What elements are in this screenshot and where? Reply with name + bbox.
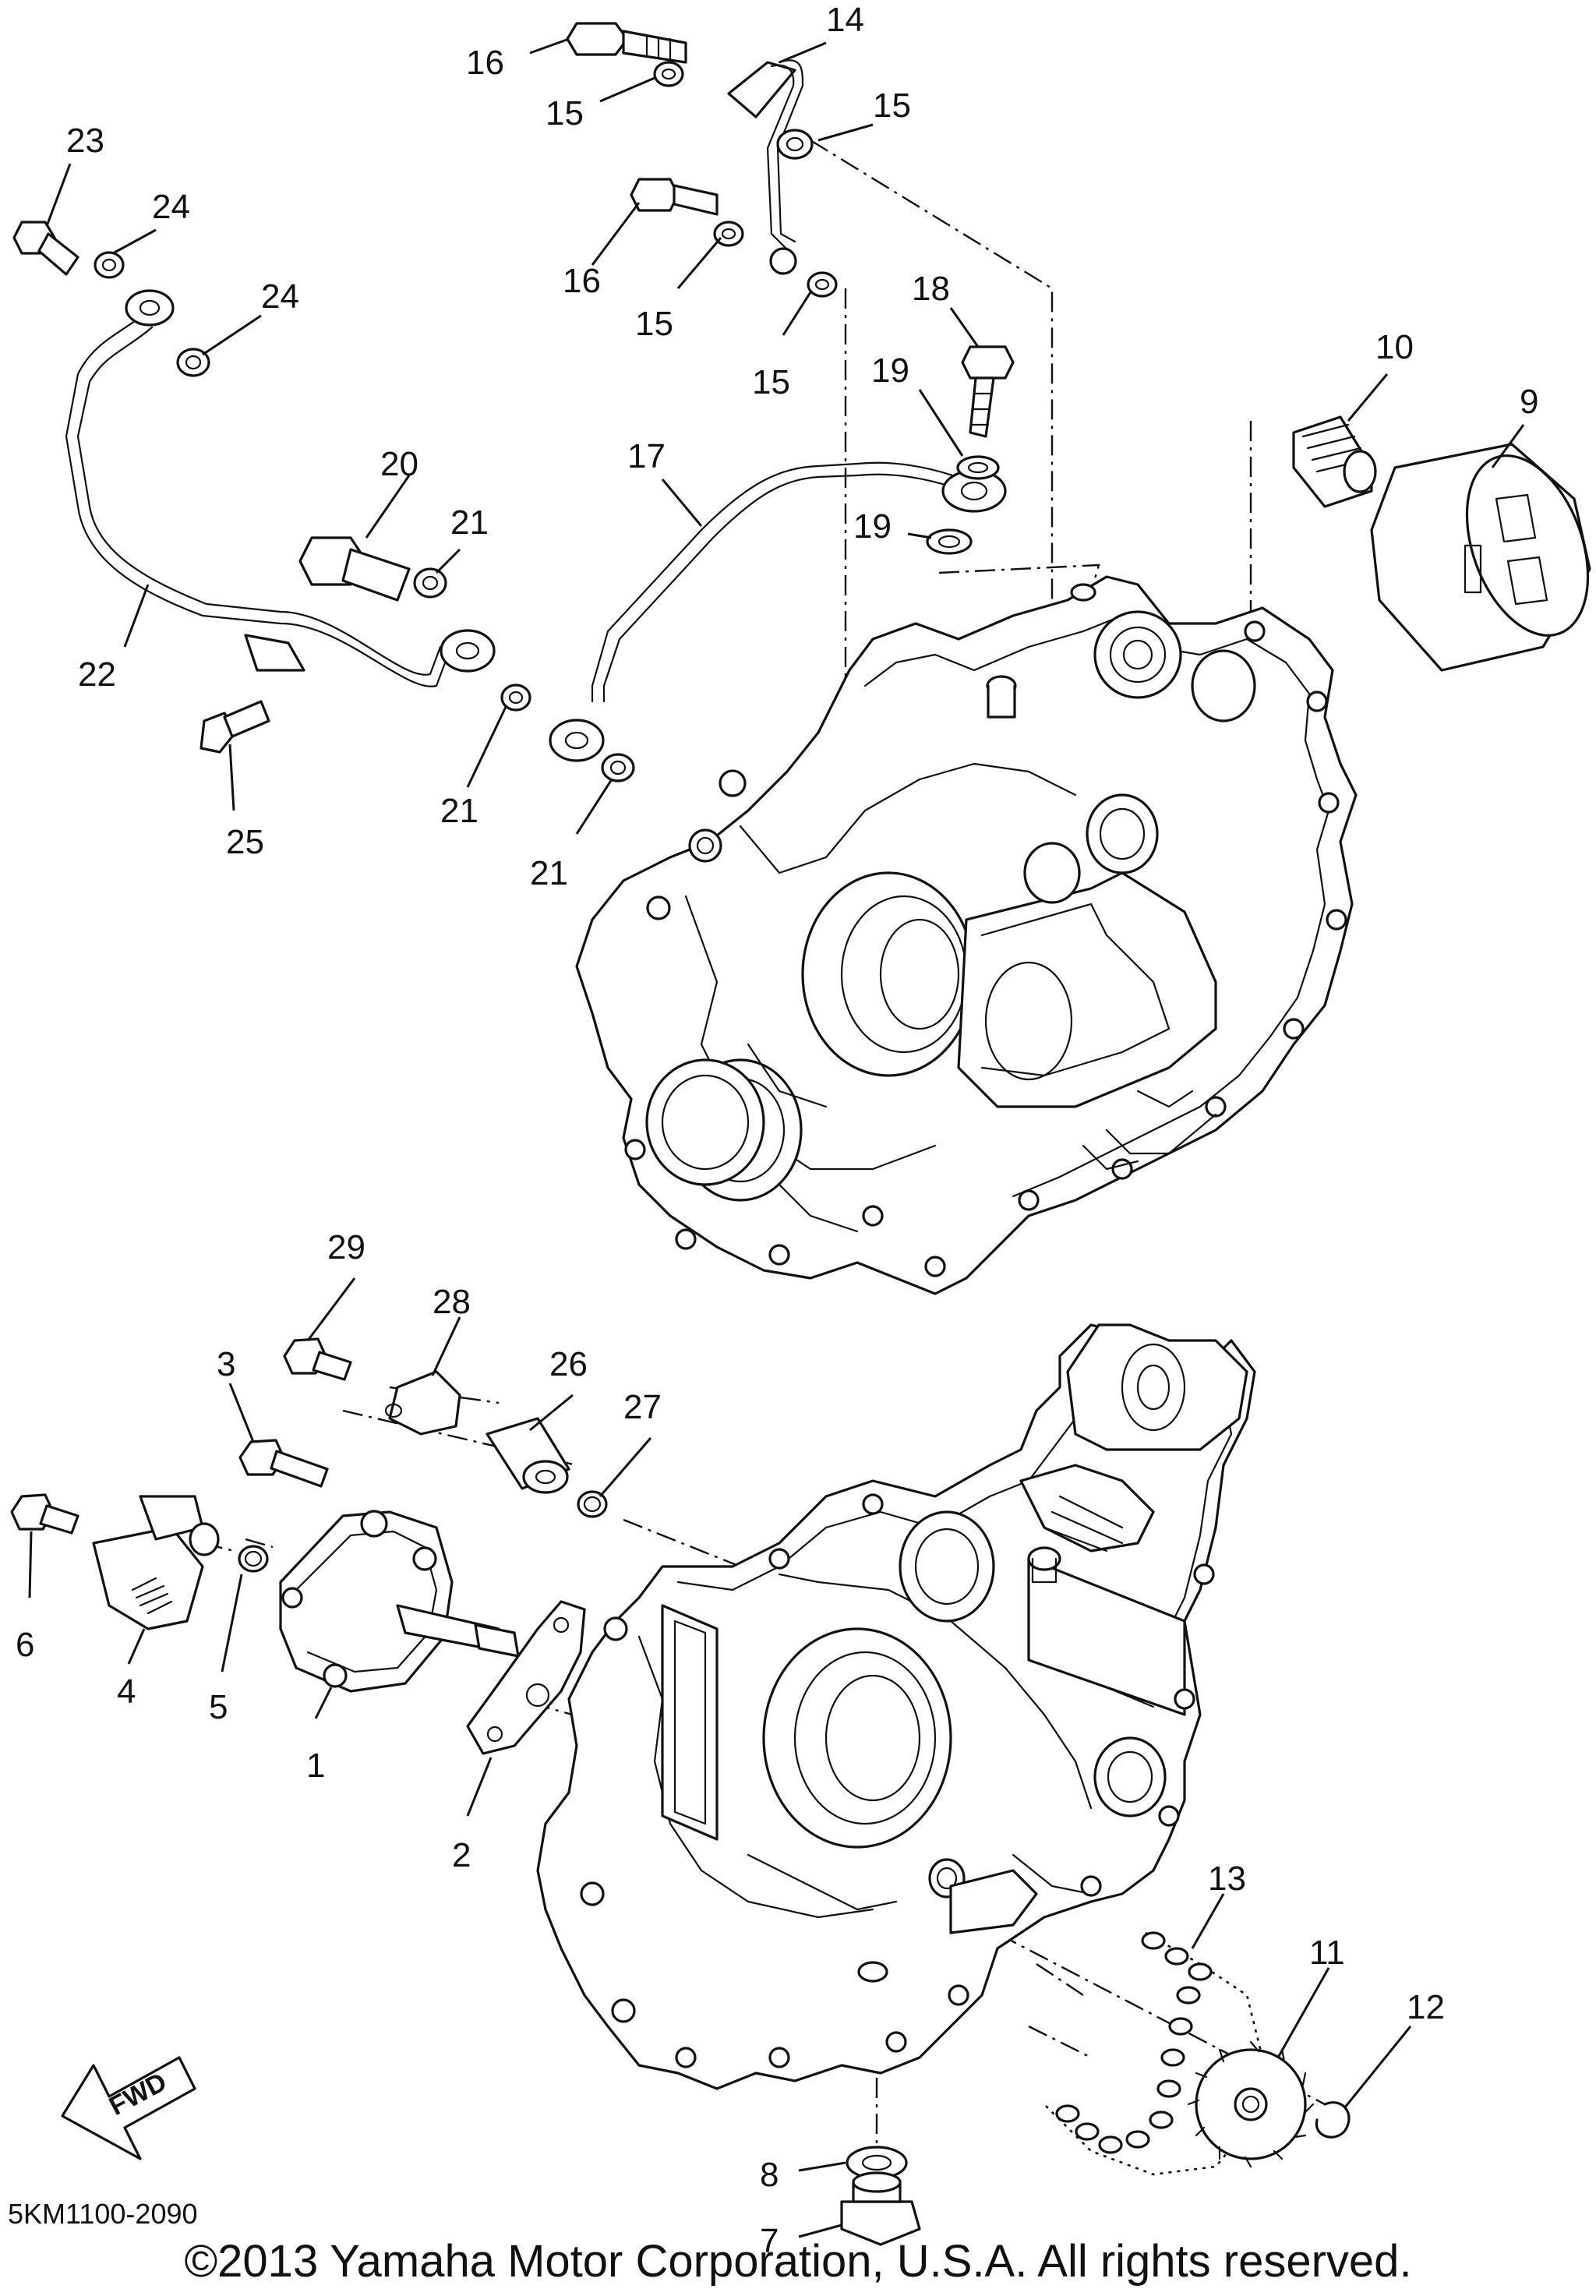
washer-24-b xyxy=(176,348,210,377)
callout-21: 21 xyxy=(450,503,489,542)
callout-17: 17 xyxy=(627,437,666,475)
o-ring-5 xyxy=(238,1545,269,1573)
callout-8: 8 xyxy=(760,2156,779,2194)
bracket-28 xyxy=(388,1370,461,1436)
drawing-code: 5KM1100-2090 xyxy=(8,2198,198,2230)
callout-27: 27 xyxy=(623,1388,662,1426)
washer-15-a xyxy=(653,61,684,87)
oil-pump-assembly xyxy=(10,1337,608,1755)
callout-15: 15 xyxy=(546,94,584,132)
callout-22: 22 xyxy=(78,655,116,694)
callout-28: 28 xyxy=(433,1283,471,1321)
callout-26: 26 xyxy=(549,1345,588,1383)
callout-13: 13 xyxy=(1208,1860,1246,1898)
callout-16: 16 xyxy=(563,262,601,300)
callout-15: 15 xyxy=(635,305,673,343)
washer-19-b xyxy=(926,528,973,555)
washer-15-d xyxy=(807,271,838,298)
bolt-18 xyxy=(961,345,1015,380)
callout-9: 9 xyxy=(1520,383,1538,421)
washer-19-a xyxy=(956,455,1000,480)
copyright-notice: ©2013 Yamaha Motor Corporation, U.S.A. A… xyxy=(184,2236,1412,2287)
washer-21-b xyxy=(500,684,531,712)
callout-7: 7 xyxy=(760,2222,779,2260)
sprocket-11 xyxy=(1187,2040,1315,2168)
oil-pipes xyxy=(65,59,1007,762)
lower-crankcase xyxy=(536,1323,1256,2090)
callout-4: 4 xyxy=(117,1673,136,1711)
washer-21-a xyxy=(413,567,447,599)
callout-1: 1 xyxy=(306,1747,325,1785)
bolt-16-lower xyxy=(630,178,680,212)
upper-crankcase xyxy=(575,575,1358,1295)
callout-numbers: 14 16 15 15 23 24 24 16 15 15 18 19 10 9… xyxy=(16,1,1538,2260)
callout-24: 24 xyxy=(152,188,190,226)
bolt-16-upper xyxy=(566,22,629,56)
callout-15: 15 xyxy=(873,87,911,125)
oil-pipe-14-ring xyxy=(727,61,796,118)
callout-24: 24 xyxy=(261,277,299,316)
callout-11: 11 xyxy=(1309,1934,1345,1972)
callout-16: 16 xyxy=(466,44,504,82)
fwd-arrow-icon: FWD xyxy=(61,2056,196,2160)
oil-filter-group xyxy=(1292,415,1591,672)
washer-21-c xyxy=(601,753,635,782)
callout-2: 2 xyxy=(452,1836,471,1874)
washer-15-b xyxy=(776,129,814,160)
callout-15: 15 xyxy=(752,363,790,401)
callout-19: 19 xyxy=(853,507,892,546)
callout-18: 18 xyxy=(912,270,950,308)
leader-lines xyxy=(28,37,1525,2238)
callout-25: 25 xyxy=(226,823,264,861)
washer-24-a xyxy=(94,251,125,279)
callout-6: 6 xyxy=(16,1626,34,1664)
drive-group: FWD xyxy=(61,1931,1351,2246)
circlip-12 xyxy=(1315,2101,1351,2139)
drive-chain-13 xyxy=(1043,1931,1264,2176)
callout-3: 3 xyxy=(217,1345,235,1383)
callout-12: 12 xyxy=(1407,1988,1445,2026)
callout-21: 21 xyxy=(440,792,478,830)
callout-5: 5 xyxy=(209,1688,228,1726)
o-ring-27 xyxy=(577,1490,608,1518)
washer-15-c xyxy=(713,221,744,247)
callout-14: 14 xyxy=(826,1,864,39)
bolts-and-washers xyxy=(12,22,1015,782)
gasket-2 xyxy=(466,1600,586,1755)
callout-19: 19 xyxy=(871,351,909,390)
callout-21: 21 xyxy=(530,854,568,892)
oil-pump-1 xyxy=(279,1510,454,1693)
callout-29: 29 xyxy=(327,1228,365,1266)
callout-20: 20 xyxy=(380,445,418,483)
callout-10: 10 xyxy=(1375,328,1414,366)
callout-23: 23 xyxy=(66,122,104,160)
